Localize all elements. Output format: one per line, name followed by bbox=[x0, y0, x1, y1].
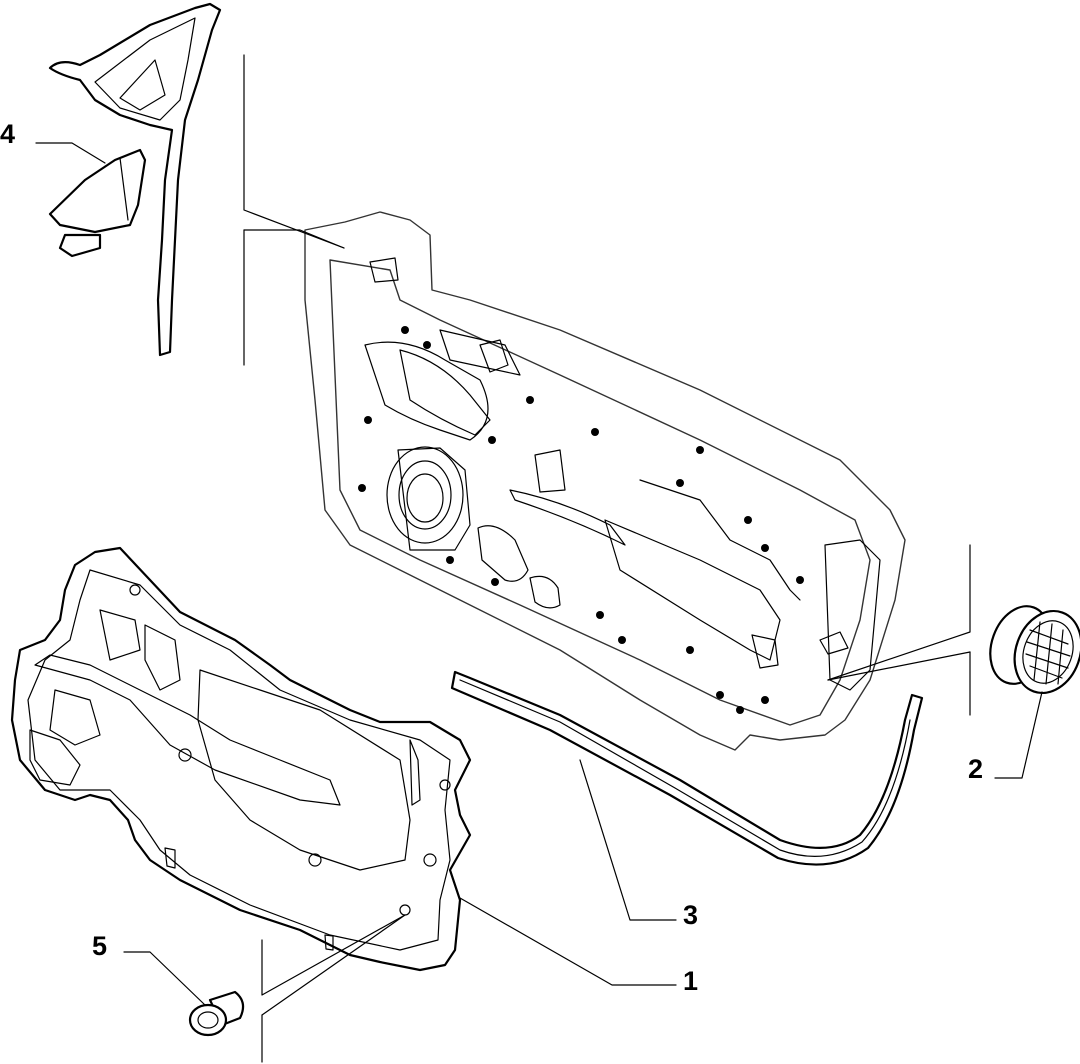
window-frame bbox=[48, 2, 222, 357]
part-label-4: 4 bbox=[0, 119, 15, 149]
part-label-1: 1 bbox=[683, 966, 698, 996]
part-label-3: 3 bbox=[683, 900, 698, 930]
leader-lines bbox=[35, 54, 1043, 1063]
mirror-cover-triangle bbox=[48, 148, 147, 258]
push-clip-fastener bbox=[188, 990, 245, 1037]
door-frame bbox=[304, 211, 906, 751]
part-number-labels: 4 2 3 5 1 bbox=[0, 119, 983, 996]
part-label-2: 2 bbox=[968, 754, 983, 784]
speaker-grille bbox=[989, 605, 1080, 695]
door-trim-panel bbox=[10, 546, 472, 972]
window-seal-strip bbox=[450, 670, 924, 866]
part-label-5: 5 bbox=[92, 931, 107, 961]
